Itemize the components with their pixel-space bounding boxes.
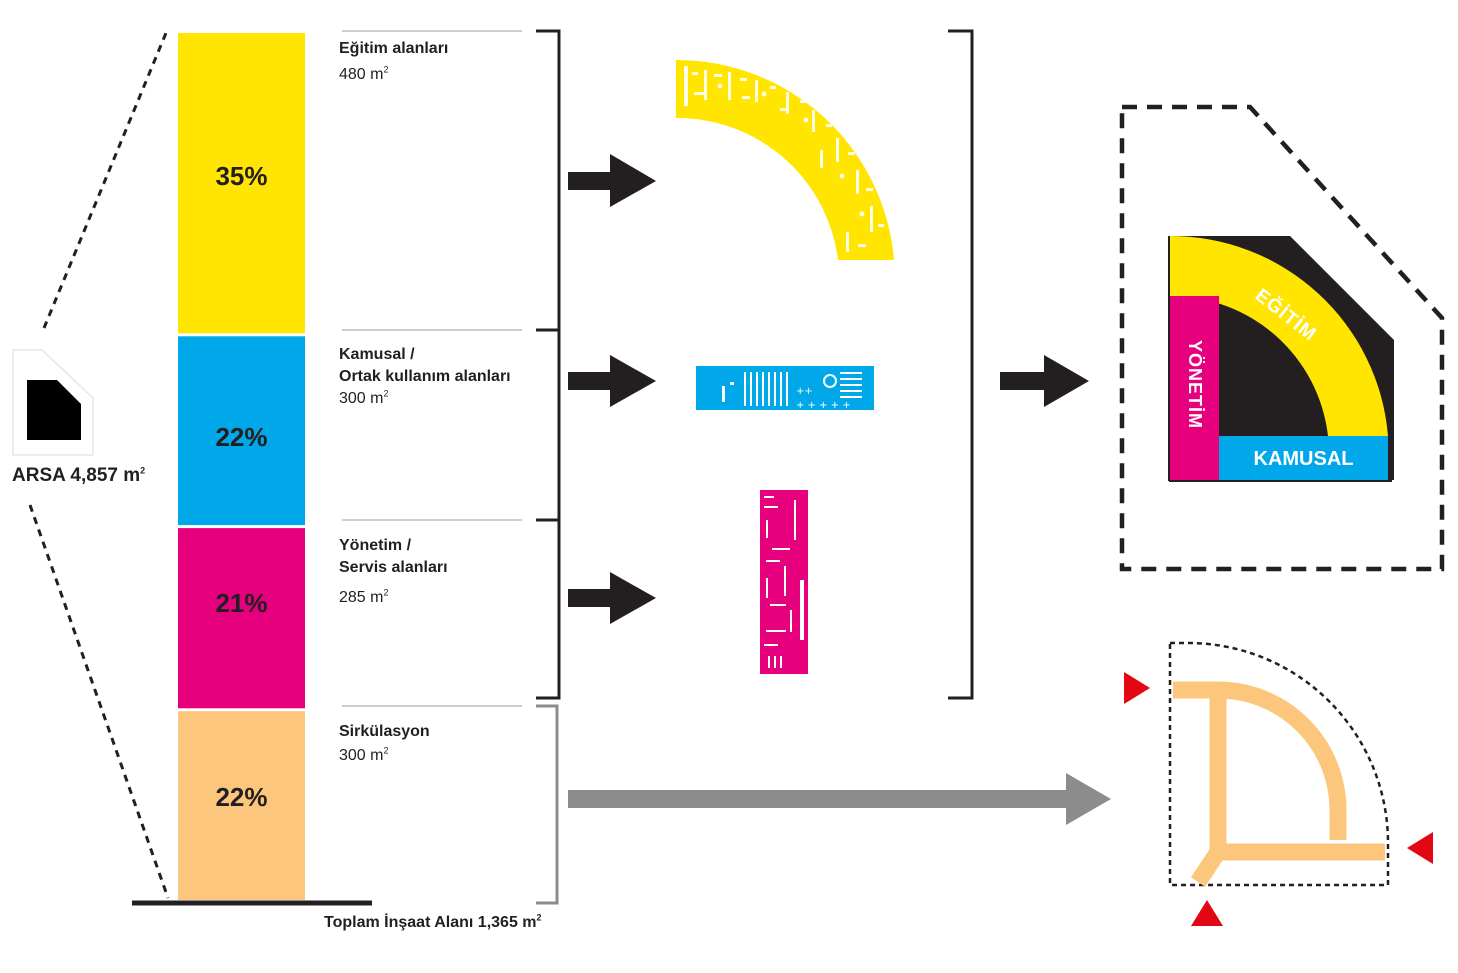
entrance-marker-south <box>1191 900 1223 926</box>
site-zoom-line-top <box>42 32 168 329</box>
label-sirkulasyon: Sirkülasyon 300 m2 <box>339 721 430 767</box>
arrow-yonetim <box>568 572 656 624</box>
bracket-kamusal <box>536 328 561 522</box>
combined-kamusal-bar <box>1219 436 1388 480</box>
combined-egitim-arc <box>1170 235 1388 436</box>
label-egitim: Eğitim alanları 480 m2 <box>339 38 448 86</box>
yonetim-plan-block <box>760 490 808 674</box>
total-area-label: Toplam İnşaat Alanı 1,365 m2 <box>324 912 542 931</box>
arrow-egitim <box>568 154 656 207</box>
label-title: Kamusal / Ortak kullanım alanları <box>339 346 511 385</box>
label-title: Sirkülasyon <box>339 723 430 740</box>
label-title: Yönetim / Servis alanları <box>339 537 448 576</box>
site-shape-icon <box>27 380 81 440</box>
bar-segment-sirkulasyon <box>178 711 305 900</box>
percent-kamusal: 22% <box>215 422 268 452</box>
label-title: Eğitim alanları <box>339 40 449 57</box>
plan-label-kamusal: KAMUSAL <box>1253 448 1354 470</box>
arrow-sirkulasyon <box>568 773 1111 825</box>
bracket-combined <box>948 29 974 700</box>
svg-text:++: ++ <box>796 386 813 397</box>
egitim-plan-block <box>676 59 894 260</box>
bar-segment-egitim <box>178 33 305 334</box>
label-kamusal: Kamusal / Ortak kullanım alanları 300 m2 <box>339 344 511 410</box>
arrow-combined <box>1000 355 1089 407</box>
bracket-sirkulasyon <box>536 704 559 905</box>
site-zoom-line-bottom <box>28 504 170 899</box>
bracket-egitim <box>536 29 561 332</box>
label-area: 285 m2 <box>339 587 389 606</box>
area-stacked-bar <box>178 33 305 900</box>
bar-segment-yonetim <box>178 528 305 709</box>
arrow-kamusal <box>568 355 656 407</box>
entrance-marker-west <box>1124 672 1150 704</box>
label-yonetim: Yönetim / Servis alanları 285 m2 <box>339 535 448 609</box>
svg-text:+ + + + +: + + + + + <box>796 400 851 411</box>
percent-yonetim: 21% <box>215 588 268 618</box>
combined-yonetim-bar <box>1170 296 1219 480</box>
percent-egitim: 35% <box>215 161 268 191</box>
plan-label-yonetim: YÖNETİM <box>1185 340 1205 430</box>
kamusal-plan-block: ++ + + + + + <box>696 366 874 411</box>
label-area: 300 m2 <box>339 388 389 407</box>
bracket-yonetim <box>536 518 561 700</box>
circulation-route <box>1173 681 1385 887</box>
site-area-label: ARSA 4,857 m2 <box>12 465 146 486</box>
label-area: 300 m2 <box>339 745 389 764</box>
site-boundary-dashed <box>1119 104 1445 572</box>
bar-segment-kamusal <box>178 336 305 526</box>
percent-sirkulasyon: 22% <box>215 782 268 812</box>
label-area: 480 m2 <box>339 64 389 83</box>
entrance-marker-east <box>1407 832 1433 864</box>
